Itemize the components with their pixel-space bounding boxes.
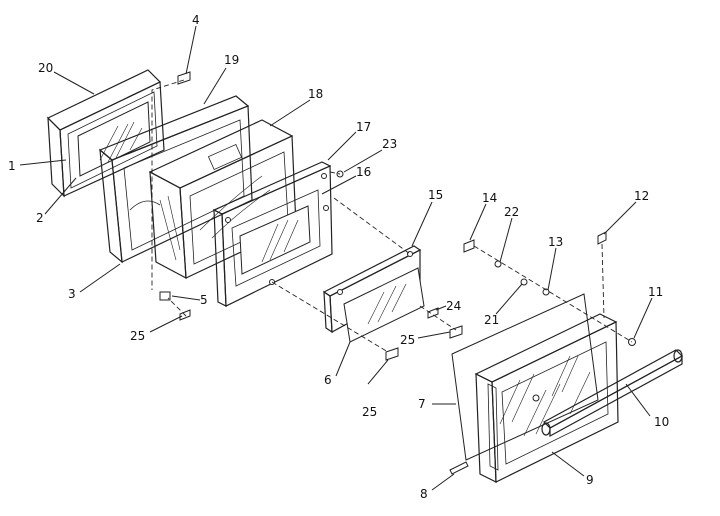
label-part-5: 5 [200,293,208,307]
part-10-handle [541,349,683,438]
label-part-6: 6 [324,373,332,387]
label-part-16: 16 [356,165,371,179]
part-6-inner-glass [343,267,425,343]
label-part-3: 3 [68,287,76,301]
part-labels: 20 4 19 18 17 23 16 1 2 3 5 25 15 6 25 2… [8,13,669,501]
label-part-9: 9 [586,473,594,487]
label-part-14: 14 [482,191,497,205]
label-part-8: 8 [420,487,428,501]
part-19-gasket [98,95,253,264]
assembly-lines [151,79,633,353]
label-part-13: 13 [548,235,563,249]
label-part-17: 17 [356,120,371,134]
label-part-7: 7 [418,397,426,411]
part-9-outer-frame [474,313,619,483]
label-part-12: 12 [634,189,649,203]
label-part-2: 2 [36,211,44,225]
label-part-25-bottom: 25 [362,405,377,419]
part-7-outer-glass [451,293,599,461]
label-part-19: 19 [224,53,239,67]
part-20-rear-frame [46,69,165,198]
label-part-21: 21 [484,313,499,327]
label-part-15: 15 [428,188,443,202]
label-part-23: 23 [382,137,397,151]
label-part-4: 4 [192,13,200,27]
label-part-18: 18 [308,87,323,101]
label-part-24: 24 [446,299,461,313]
label-part-25-left: 25 [130,329,145,343]
part-17-inner-panel [212,161,333,307]
label-part-11: 11 [648,285,663,299]
label-part-25-mid: 25 [400,333,415,347]
label-part-10: 10 [654,415,669,429]
label-part-1: 1 [8,159,16,173]
label-part-20: 20 [38,61,53,75]
label-part-22: 22 [504,205,519,219]
leader-lines [19,25,653,491]
